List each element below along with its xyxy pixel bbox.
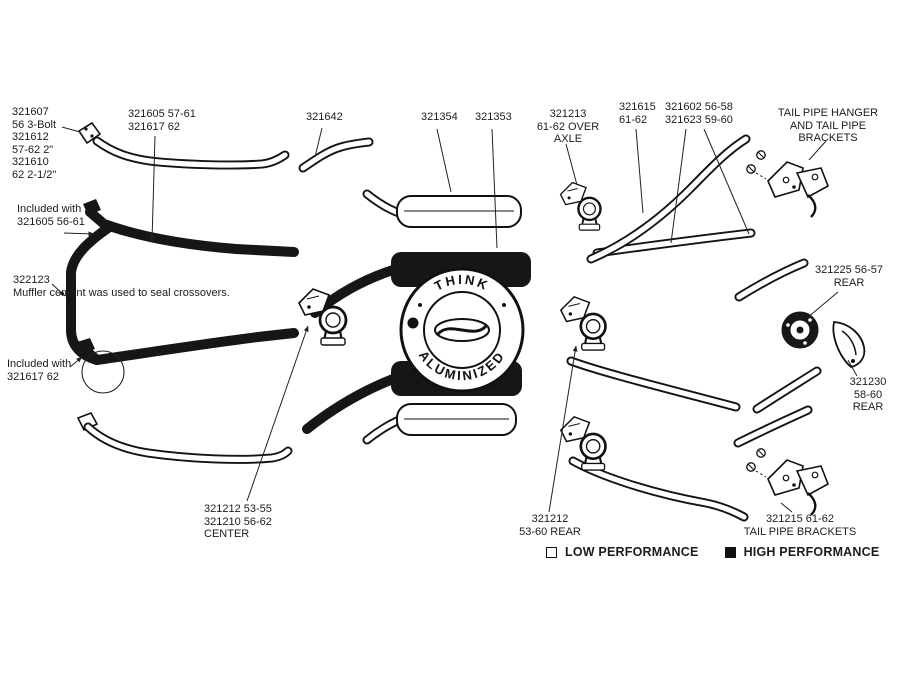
- label-line: 57-62 2": [12, 143, 54, 156]
- label-line: 321605 57-61: [128, 108, 196, 120]
- callout-circle: [81, 350, 125, 394]
- label-line: 321225 56-57: [815, 264, 883, 276]
- label-line: 321210 56-62: [204, 515, 272, 528]
- label-line: 321615: [619, 101, 656, 113]
- label-line: 58-60: [853, 388, 883, 401]
- svg-text:THINK: THINK: [432, 272, 492, 294]
- label-line: 321212 53-55: [204, 503, 272, 515]
- label-line: CENTER: [204, 528, 250, 540]
- label-line: BRACKETS: [798, 132, 858, 144]
- clamp-hanger-over-axle: [559, 181, 602, 232]
- label-321230: 321230 58-60 REAR: [839, 376, 897, 414]
- label-included-321617: Included with 321617 62: [7, 358, 71, 383]
- label-line: REAR: [852, 401, 884, 413]
- label-321642: 321642: [306, 111, 343, 124]
- label-321615: 321615 61-62: [619, 101, 656, 126]
- logo-emblem: [434, 318, 490, 342]
- label-included-321605: Included with 321605 56-61: [17, 203, 85, 228]
- label-322123-note: 322123 Muffler cement was used to seal c…: [13, 274, 230, 299]
- high-performance-swatch: [724, 546, 736, 558]
- label-line: 321623 59-60: [665, 113, 733, 126]
- label-line: 53-60 REAR: [519, 525, 581, 538]
- logo-dot: [502, 303, 506, 307]
- label-over-axle: 321213 61-62 OVER AXLE: [528, 108, 608, 146]
- label-center-clamps: 321212 53-55 321210 56-62 CENTER: [204, 503, 272, 541]
- label-line: 321617 62: [128, 120, 180, 133]
- label-line: 56 3-Bolt: [12, 118, 57, 131]
- label-line: 321215 61-62: [766, 513, 834, 525]
- legend-low-item: LOW PERFORMANCE: [546, 545, 699, 559]
- label-line: 321212: [531, 513, 569, 525]
- label-front-head-pipes: 321607 56 3-Bolt 321612 57-62 2" 321610 …: [12, 106, 56, 181]
- label-321225: 321225 56-57 REAR: [803, 264, 895, 289]
- label-line: Included with: [7, 358, 72, 370]
- tail-pipe-brackets-bottom: [745, 447, 830, 517]
- label-intermediate-pipes: 321605 57-61 321617 62: [128, 108, 196, 133]
- label-line: 321642: [306, 111, 343, 123]
- clamp-hanger-rear: [559, 295, 607, 352]
- label-line: 61-62: [619, 113, 648, 126]
- label-line: 321610: [12, 156, 49, 168]
- label-line: REAR: [833, 276, 865, 289]
- low-performance-label: LOW PERFORMANCE: [565, 545, 699, 559]
- label-line: AXLE: [553, 133, 583, 145]
- muffler-321354-low-rear: [367, 403, 517, 440]
- label-line: TAIL PIPE HANGER: [777, 107, 879, 119]
- logo-top-text: THINK: [432, 272, 490, 294]
- logo-dot: [418, 303, 422, 307]
- label-line: 321354: [421, 111, 458, 123]
- label-line: Included with: [17, 203, 82, 215]
- label-line: TAIL PIPE BRACKETS: [743, 525, 857, 538]
- label-321602-321623: 321602 56-58 321623 59-60: [665, 101, 733, 126]
- connector-pipe-321642: [303, 142, 369, 168]
- think-aluminized-logo: THINK ALUMINIZED: [399, 267, 525, 393]
- performance-legend: LOW PERFORMANCE HIGH PERFORMANCE: [546, 545, 879, 559]
- label-321353: 321353: [475, 111, 512, 124]
- label-line: 321612: [12, 131, 49, 143]
- low-performance-swatch: [546, 546, 557, 558]
- label-tail-pipe-hanger: TAIL PIPE HANGER AND TAIL PIPE BRACKETS: [762, 107, 894, 145]
- tail-pipe-hanger-brackets-top: [745, 149, 830, 219]
- crossover-pipes-high: [66, 199, 299, 394]
- rear-bracket-321230: [832, 321, 866, 368]
- label-line: 61-62 OVER: [536, 120, 600, 133]
- label-line: 62 2-1/2": [12, 168, 57, 181]
- label-line: 321617 62: [7, 370, 59, 383]
- leader-lines: [51, 126, 858, 513]
- label-rear-clamp: 321212 53-60 REAR: [503, 513, 597, 538]
- label-line: 321607: [12, 106, 49, 118]
- label-line: 321213: [549, 108, 587, 120]
- label-line: Muffler cement was used to seal crossove…: [13, 286, 230, 299]
- front-head-pipe-low: [77, 121, 285, 165]
- label-321354: 321354: [421, 111, 458, 124]
- label-line: 321602 56-58: [665, 101, 733, 113]
- legend-high-item: HIGH PERFORMANCE: [724, 545, 880, 559]
- label-line: 321230: [849, 376, 887, 388]
- rear-flange-321225: [781, 311, 819, 349]
- label-line: AND TAIL PIPE: [789, 119, 867, 132]
- high-performance-label: HIGH PERFORMANCE: [743, 545, 880, 559]
- label-321215: 321215 61-62 TAIL PIPE BRACKETS: [722, 513, 878, 538]
- label-line: 321353: [475, 111, 512, 123]
- front-head-pipe-low-rear: [76, 412, 288, 459]
- label-line: 321605 56-61: [17, 215, 85, 228]
- muffler-321354-low-front: [367, 194, 522, 228]
- label-line: 322123: [13, 274, 50, 286]
